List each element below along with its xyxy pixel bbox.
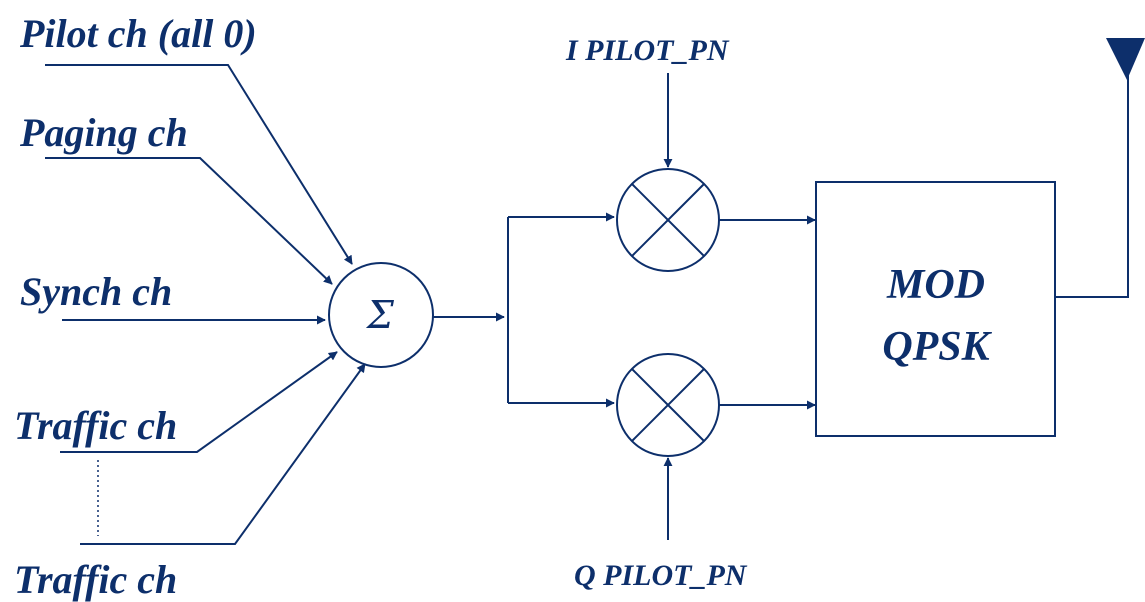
modulator-box <box>815 181 1056 437</box>
antenna-icon <box>1106 38 1145 80</box>
paging-channel-label: Paging ch <box>20 110 188 155</box>
summer-circle <box>328 262 434 368</box>
q-pilot-pn-label: Q PILOT_PN <box>574 559 747 592</box>
modulator-label-mod: MOD <box>886 262 985 308</box>
traffic2-input-line <box>80 363 366 545</box>
modulator-label-qpsk: QPSK <box>882 324 990 370</box>
q-mixer-cross-b <box>631 368 705 442</box>
paging-input-line <box>45 157 333 285</box>
i-mixer-cross-b <box>631 183 705 257</box>
pilot-channel-label: Pilot ch (all 0) <box>20 11 257 56</box>
traffic1-input-line <box>60 351 338 453</box>
traffic-channel-label-1: Traffic ch <box>14 403 178 448</box>
traffic-channel-label-2: Traffic ch <box>14 557 178 602</box>
synch-channel-label: Synch ch <box>20 269 173 314</box>
sigma-summer-icon: Σ <box>367 293 394 337</box>
i-pilot-pn-label: I PILOT_PN <box>566 34 729 67</box>
antenna-feed-line <box>1055 60 1129 298</box>
pilot-input-line <box>45 64 353 265</box>
